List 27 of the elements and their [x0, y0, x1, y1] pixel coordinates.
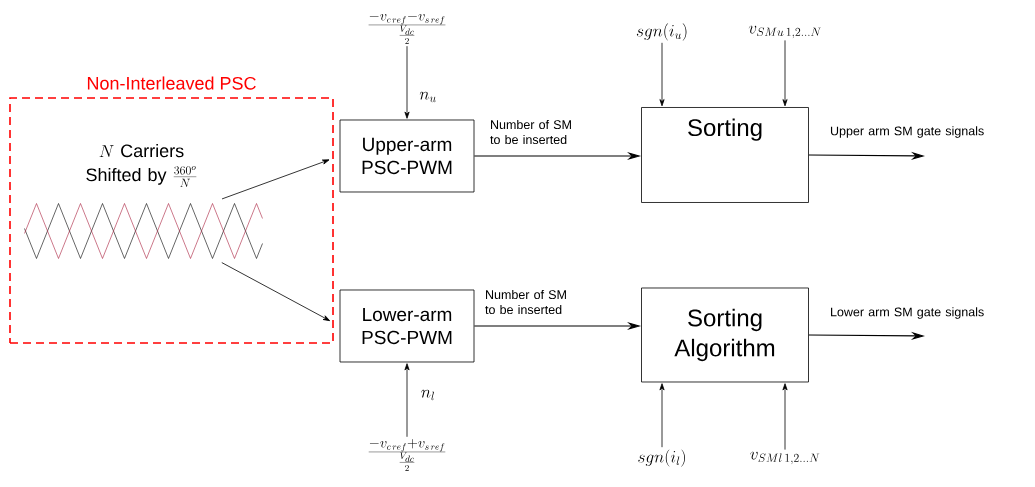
arrow — [221, 262, 331, 322]
edge-label: $n_l$ — [421, 389, 434, 401]
edge-label: Number of SM to be inserted — [485, 289, 566, 315]
signal-label: $v_{SMu\,1,2\ldots N}$ — [748, 25, 821, 39]
edge-label: $n_u$ — [419, 91, 436, 103]
edge-label: Number of SM to be inserted — [490, 119, 571, 145]
carrier-waveform-drawing — [24, 203, 263, 259]
process-box: Sorting — [641, 107, 809, 203]
process-box: Lower-arm PSC-PWM — [339, 289, 475, 363]
process-box: Sorting Algorithm — [641, 287, 809, 383]
formula: $\frac{-v_{c\,ref}-v_{s\,ref}}{\frac{V_{dc}}{2}}$ — [368, 14, 446, 44]
edge-label: Lower arm SM gate signals — [831, 307, 984, 319]
arrow — [782, 383, 788, 450]
arrow — [404, 45, 410, 119]
signal-label: $v_{SMl\,1,2\ldots N}$ — [750, 451, 820, 465]
arrow — [404, 363, 410, 438]
edge-label: Upper arm SM gate signals — [830, 126, 984, 138]
signal-label: $sgn(i_l)$ — [638, 449, 685, 467]
carrier-caption: $N$ Carriers Shifted by $\frac{360^{o}}{N}$ — [86, 144, 197, 187]
signal-label: $sgn(i_u)$ — [636, 23, 687, 41]
formula: $\frac{-v_{c\,ref}+v_{s\,ref}}{\frac{V_{dc}}{2}}$ — [368, 439, 446, 471]
node-label: Non-Interleaved PSC — [87, 76, 256, 90]
arrow — [782, 40, 788, 107]
arrow — [659, 383, 665, 448]
arrow — [659, 42, 665, 107]
arrow — [221, 159, 330, 200]
process-box: Upper-arm PSC-PWM — [339, 119, 475, 193]
